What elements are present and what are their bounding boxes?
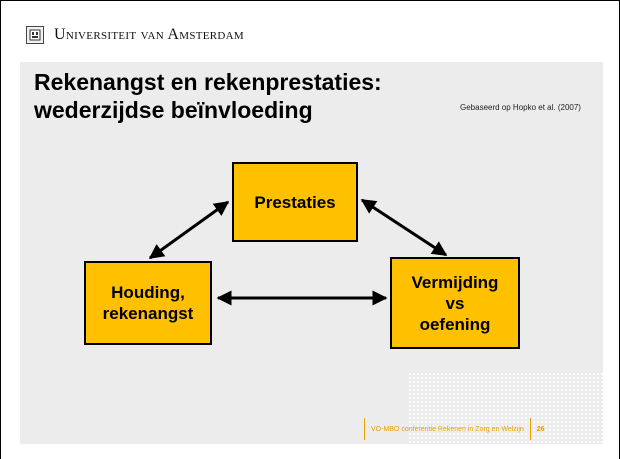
top-border: [0, 0, 620, 1]
arrow-prestaties-vermijding: [360, 198, 448, 257]
institution-name: Universiteit van Amsterdam: [54, 26, 244, 43]
node-prestaties: Prestaties: [232, 162, 358, 242]
slide-footer: VO-MBO conferentie Rekenen in Zorg en We…: [364, 418, 551, 440]
footer-conference-text: VO-MBO conferentie Rekenen in Zorg en We…: [371, 425, 524, 433]
node-houding-rekenangst: Houding, rekenangst: [84, 261, 212, 345]
slide-title: Rekenangst en rekenprestaties: wederzijd…: [34, 69, 382, 123]
page-number: 26: [536, 425, 545, 433]
decorative-dot-pattern: [408, 372, 603, 444]
node-vermijding-oefening: Vermijding vs oefening: [390, 257, 520, 349]
left-border: [0, 0, 1, 459]
footer-divider: [364, 418, 365, 440]
footer-divider: [529, 418, 531, 440]
source-citation: Gebaseerd op Hopko et al. (2007): [460, 103, 581, 112]
arrow-houding-prestaties: [148, 200, 230, 260]
uva-seal-icon: [26, 26, 44, 44]
slide-header: Universiteit van Amsterdam: [26, 22, 244, 48]
